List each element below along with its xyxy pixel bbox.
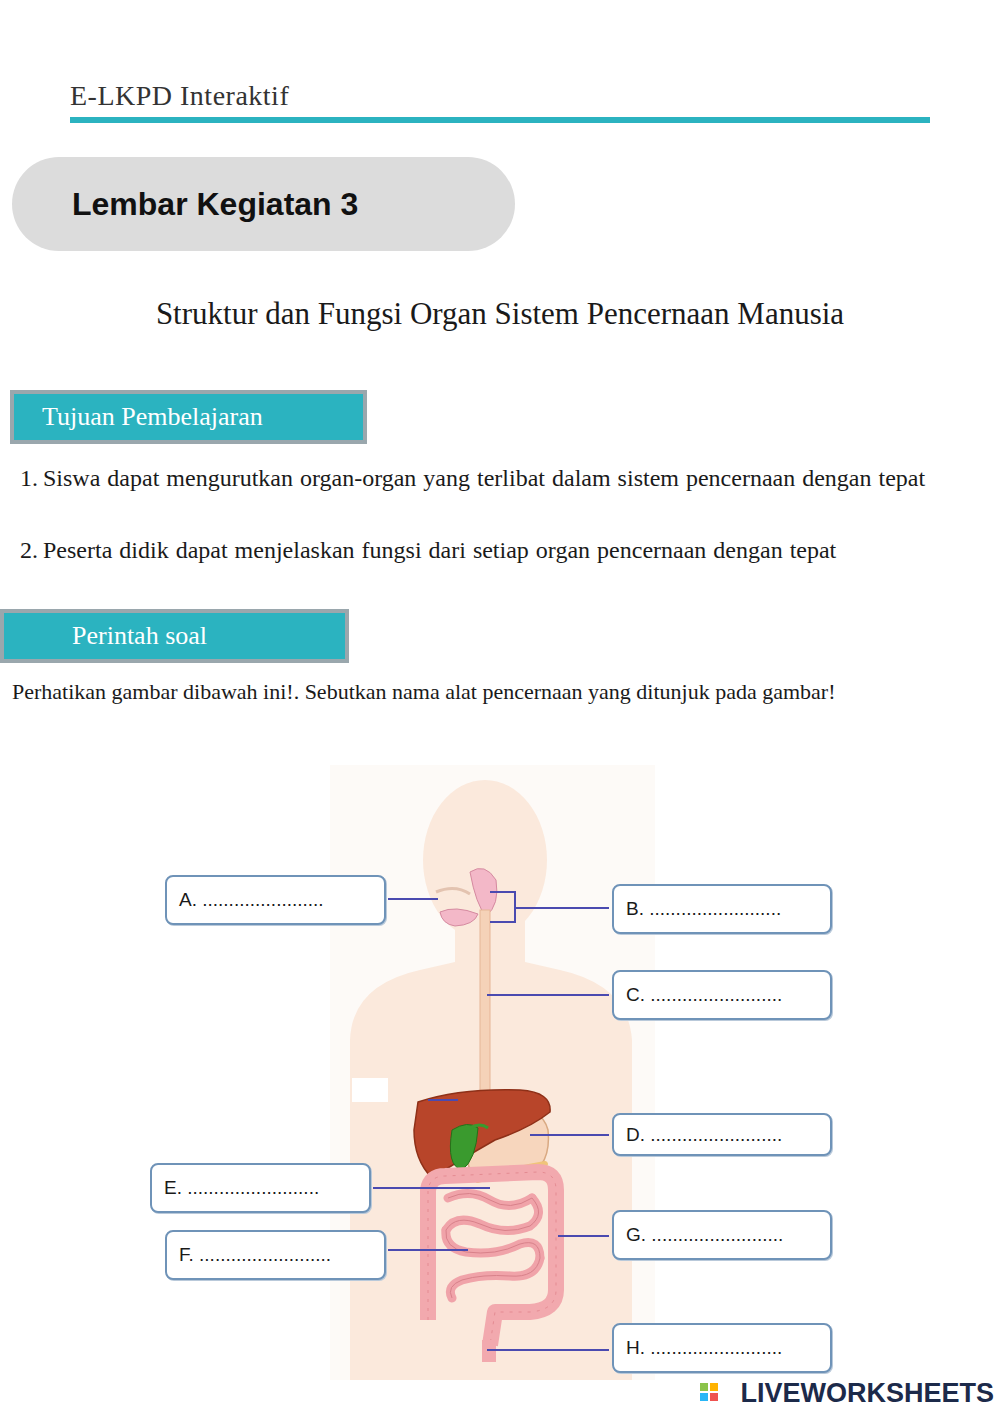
figure-ground xyxy=(330,765,655,1380)
palate xyxy=(436,888,470,894)
answer-blank: A. ....................... xyxy=(179,889,324,911)
page-title: Struktur dan Fungsi Organ Sistem Pencern… xyxy=(0,296,1000,332)
watermark: LIVEWORKSHEETS xyxy=(722,1378,994,1408)
large-intestine xyxy=(428,1172,556,1345)
list-number: 2. xyxy=(20,532,44,568)
answer-box: E. ......................... xyxy=(150,1163,371,1213)
answer-blank: E. ......................... xyxy=(164,1177,319,1199)
haustra xyxy=(428,1172,556,1345)
watermark-logo xyxy=(700,1383,718,1401)
section-tab: Perintah soal xyxy=(0,609,349,663)
section-tab: Tujuan Pembelajaran xyxy=(10,390,367,444)
answer-box: C. ......................... xyxy=(612,970,832,1020)
instruction-text: Perhatikan gambar dibawah ini!. Sebutkan… xyxy=(12,674,987,710)
header-text: E-LKPD Interaktif xyxy=(70,80,570,112)
body-silhouette xyxy=(350,780,632,1380)
answer-blank: C. ......................... xyxy=(626,984,782,1006)
answer-blank: G. ......................... xyxy=(626,1224,783,1246)
answer-blank: F. ......................... xyxy=(179,1244,331,1266)
objective-text: Peserta didik dapat menjelaskan fungsi d… xyxy=(43,532,986,568)
small-intestine xyxy=(446,1193,540,1298)
answer-box: H. ......................... xyxy=(612,1323,832,1373)
activity-title: Lembar Kegiatan 3 xyxy=(72,186,358,223)
gallbladder xyxy=(450,1124,478,1170)
section-heading: Perintah soal xyxy=(72,621,207,651)
activity-pill: Lembar Kegiatan 3 xyxy=(12,157,515,251)
esophagus xyxy=(480,910,490,1110)
answer-box: G. ......................... xyxy=(612,1210,832,1260)
answer-box: D. ......................... xyxy=(612,1113,832,1156)
section-heading: Tujuan Pembelajaran xyxy=(42,402,263,432)
answer-box: F. ......................... xyxy=(165,1230,386,1280)
answer-blank: H. ......................... xyxy=(626,1337,782,1359)
answer-box: B. ......................... xyxy=(612,884,832,934)
list-number: 1. xyxy=(20,460,44,496)
tongue xyxy=(440,909,478,926)
ground-patch xyxy=(352,1078,388,1102)
bile-duct xyxy=(470,1125,488,1128)
answer-box: A. ....................... xyxy=(165,875,386,925)
header-rule xyxy=(70,117,930,123)
answer-blank: B. ......................... xyxy=(626,898,781,920)
leader-lines xyxy=(373,892,609,1350)
small-intestine-edge xyxy=(446,1193,540,1298)
objective-text: Siswa dapat mengurutkan organ-organ yang… xyxy=(43,460,986,496)
answer-blank: D. ......................... xyxy=(626,1124,782,1146)
